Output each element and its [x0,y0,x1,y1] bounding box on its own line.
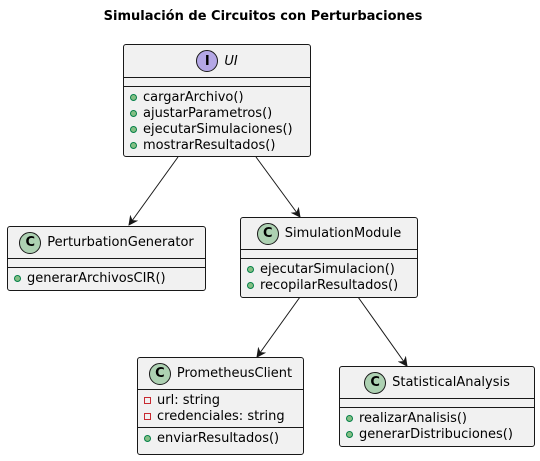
public-visibility-icon [130,125,137,133]
public-visibility-icon [346,414,353,422]
public-visibility-icon [346,430,353,438]
arrow-ui-to-perturbation [128,156,179,226]
class-simulation-module: C SimulationModule ejecutarSimulacion() … [240,217,418,298]
class-perturbation-generator: C PerturbationGenerator generarArchivosC… [7,226,206,291]
method-list: ejecutarSimulacion() recopilarResultados… [241,259,417,296]
field-row: credenciales: string [138,408,303,424]
field-list: url: string credenciales: string [138,390,303,427]
public-visibility-icon [130,141,137,149]
interface-icon: I [196,50,219,72]
class-icon: C [19,231,42,254]
public-visibility-icon [247,265,254,273]
public-visibility-icon [130,93,137,101]
public-visibility-icon [247,281,254,289]
class-prometheus-client: C PrometheusClient url: string credencia… [137,357,304,455]
class-name: PerturbationGenerator [47,235,194,250]
method-row: ajustarParametros() [124,105,310,121]
arrow-ui-to-simulation [255,156,301,218]
class-icon: C [364,371,387,394]
method-list: generarArchivosCIR() [8,268,205,289]
class-ui: I UI cargarArchivo() ajustarParametros()… [123,44,311,157]
class-name: SimulationModule [284,226,402,241]
method-list: cargarArchivo() ajustarParametros() ejec… [124,87,310,156]
private-visibility-icon [144,396,151,404]
method-row: recopilarResultados() [241,277,417,293]
method-row: ejecutarSimulaciones() [124,121,310,137]
public-visibility-icon [144,434,151,442]
method-row: generarDistribuciones() [340,426,534,442]
class-name: StatisticalAnalysis [392,375,510,390]
arrow-simulation-to-statistical [357,296,408,367]
public-visibility-icon [130,109,137,117]
class-icon: C [256,222,279,245]
class-name: UI [224,53,238,69]
public-visibility-icon [14,274,21,282]
method-row: ejecutarSimulacion() [241,261,417,277]
method-row: mostrarResultados() [124,137,310,153]
method-list: enviarResultados() [138,428,303,449]
class-statistical-analysis: C StatisticalAnalysis realizarAnalisis()… [339,366,535,447]
private-visibility-icon [144,412,151,420]
class-name: PrometheusClient [176,366,293,381]
method-row: cargarArchivo() [124,89,310,105]
method-row: generarArchivosCIR() [8,270,205,286]
diagram-title: Simulación de Circuitos con Perturbacion… [103,9,423,24]
method-row: realizarAnalisis() [340,410,534,426]
method-list: realizarAnalisis() generarDistribuciones… [340,408,534,445]
method-row: enviarResultados() [138,430,303,446]
arrow-simulation-to-prometheus [256,296,301,358]
class-icon: C [148,362,171,385]
field-row: url: string [138,392,303,408]
